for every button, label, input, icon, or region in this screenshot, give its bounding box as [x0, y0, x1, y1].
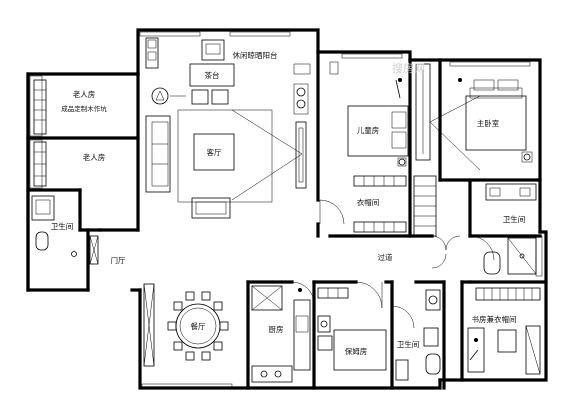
living-room: 客厅 [145, 109, 307, 219]
coffee-table-icon [193, 133, 235, 171]
tea-table-icon [189, 63, 235, 87]
hallway-label: 过道 [378, 252, 393, 262]
elderly-room: 老人房 [33, 141, 106, 187]
svg-text:茶台: 茶台 [205, 70, 220, 80]
interior-walls [26, 50, 548, 390]
svg-text:保姆房: 保姆房 [345, 346, 368, 356]
watermark: 搜房网 [392, 61, 425, 75]
kitchen: 厨房 [251, 281, 315, 383]
nanny-bed-icon [333, 329, 387, 371]
elderly-room-top: 老人房 成品定制木作坑 [33, 79, 107, 135]
cloakroom-label: 衣帽间 [357, 197, 380, 207]
study-chair-icon [497, 329, 517, 353]
svg-text:书房兼衣帽间: 书房兼衣帽间 [472, 314, 517, 324]
bathroom-small: 卫生间 [391, 289, 441, 381]
nanny-room: 保姆房 [317, 281, 387, 371]
svg-text:休闲晾晒阳台: 休闲晾晒阳台 [233, 50, 278, 60]
svg-text:餐厅: 餐厅 [191, 322, 206, 331]
svg-text:主卧室: 主卧室 [477, 118, 500, 128]
master-bedroom: 主卧室 [429, 78, 533, 171]
windows [29, 31, 543, 388]
study-cloakroom: 书房兼衣帽间 [467, 287, 541, 375]
svg-text:客厅: 客厅 [207, 147, 222, 157]
toilet-icon [35, 231, 49, 251]
bathroom-left: 卫生间 [31, 195, 99, 265]
toilet-icon [425, 353, 441, 375]
armchair-icon [201, 39, 225, 61]
bathroom-right: 卫生间 [469, 183, 537, 275]
svg-text:老人房: 老人房 [73, 89, 96, 99]
leisure-balcony: 休闲晾晒阳台 茶台 [145, 37, 311, 115]
svg-text:成品定制木作坑: 成品定制木作坑 [61, 104, 107, 113]
kids-bed-icon [347, 105, 409, 157]
corridor-door [431, 235, 461, 269]
svg-text:卫生间: 卫生间 [51, 221, 74, 231]
svg-text:卫生间: 卫生间 [397, 339, 420, 349]
entrance-label: 门厅 [111, 256, 126, 265]
toilet-icon [483, 251, 501, 275]
exterior-walls [26, 28, 548, 390]
fan-icon [151, 87, 169, 105]
tv-cabinet-icon [295, 121, 307, 189]
kids-room: 儿童房 衣帽间 [319, 61, 409, 233]
wardrobe-partition [413, 63, 437, 237]
master-bed-icon [465, 95, 527, 151]
dining-room: 餐厅 [143, 283, 229, 367]
svg-text:卫生间: 卫生间 [503, 214, 526, 224]
sofa-icon [145, 115, 171, 193]
svg-text:老人房: 老人房 [83, 152, 106, 162]
svg-text:儿童房: 儿童房 [357, 125, 380, 135]
svg-text:厨房: 厨房 [269, 324, 284, 334]
